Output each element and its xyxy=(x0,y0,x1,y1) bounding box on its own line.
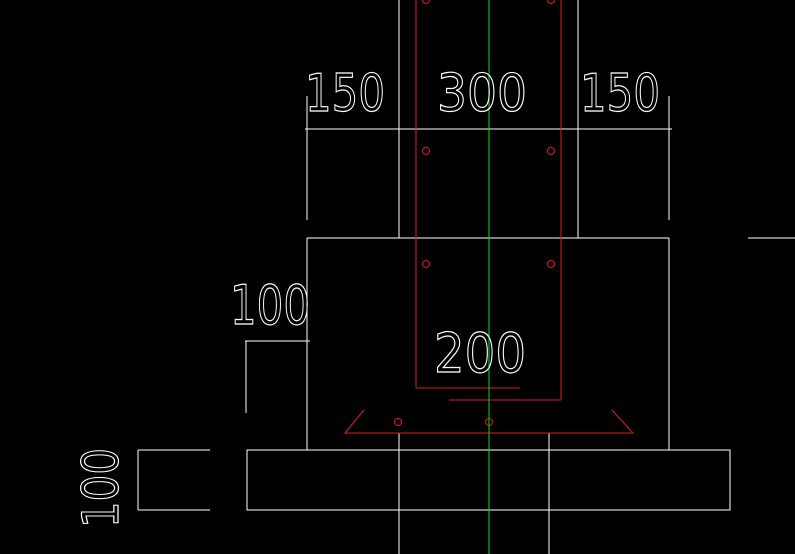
dim-label-top-left: 150 xyxy=(305,64,385,124)
rebar-dot xyxy=(422,147,430,155)
dim-label-side-100: 100 xyxy=(230,274,310,337)
rebar-dot xyxy=(394,418,402,426)
rebar-dot xyxy=(422,260,430,268)
rebar-dot xyxy=(547,260,555,268)
dim-label-top-center: 300 xyxy=(437,64,527,124)
dim-label-slab-100: 100 xyxy=(72,448,130,528)
rebar-dot xyxy=(547,0,555,4)
dim-label-inner-200: 200 xyxy=(434,322,526,385)
rebar-dot xyxy=(422,0,430,4)
dim-label-top-right: 150 xyxy=(580,64,660,124)
rebar-dot xyxy=(547,147,555,155)
